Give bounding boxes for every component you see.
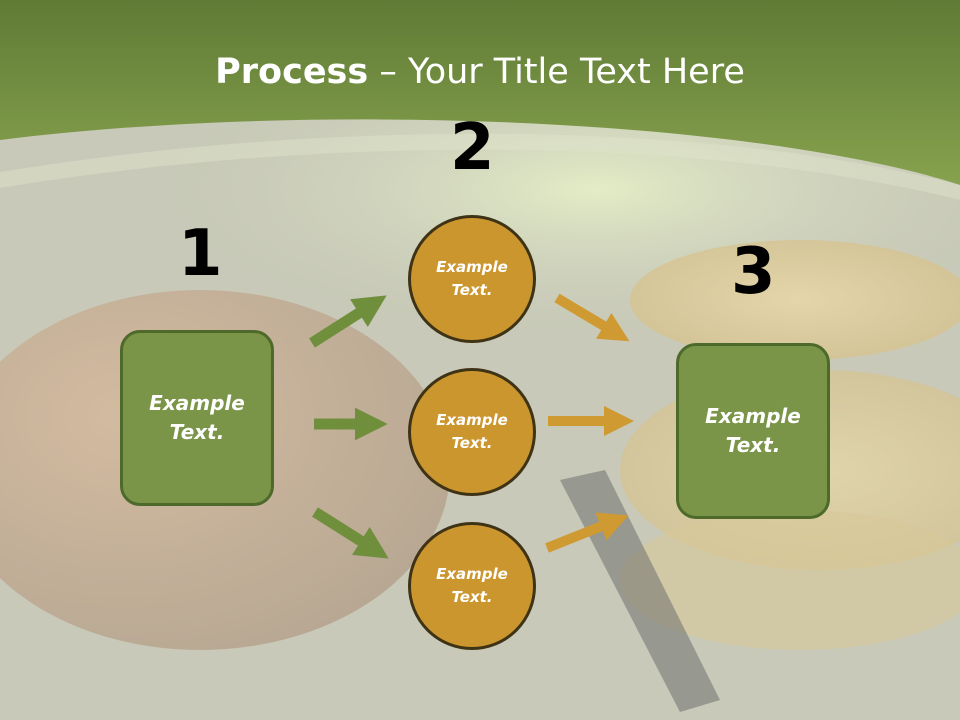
step-2-circle-middle-text: Example Text. (436, 411, 508, 452)
step-3-number: 3 (731, 235, 776, 309)
step-1-text: Example Text. (149, 391, 245, 444)
arrow-1-to-top (309, 295, 387, 348)
title-bold: Process (215, 52, 369, 92)
step-2-circle-top: Example Text. (408, 215, 536, 343)
step-3-text: Example Text. (705, 404, 801, 457)
slide-title: Process – Your Title Text Here (0, 52, 960, 92)
step-3-box: Example Text. (676, 343, 830, 519)
arrow-bottom-to-3 (545, 512, 629, 553)
step-2-circle-top-text: Example Text. (436, 258, 508, 299)
step-2-circle-bottom-text: Example Text. (436, 565, 508, 606)
step-1-box: Example Text. (120, 330, 274, 506)
step-2-circle-bottom: Example Text. (408, 522, 536, 650)
step-2-circle-middle: Example Text. (408, 368, 536, 496)
title-rest: – Your Title Text Here (368, 52, 745, 92)
step-2-number: 2 (450, 111, 495, 185)
arrow-top-to-3 (554, 293, 630, 342)
step-1-number: 1 (178, 217, 223, 291)
arrow-1-to-bottom (312, 507, 389, 559)
